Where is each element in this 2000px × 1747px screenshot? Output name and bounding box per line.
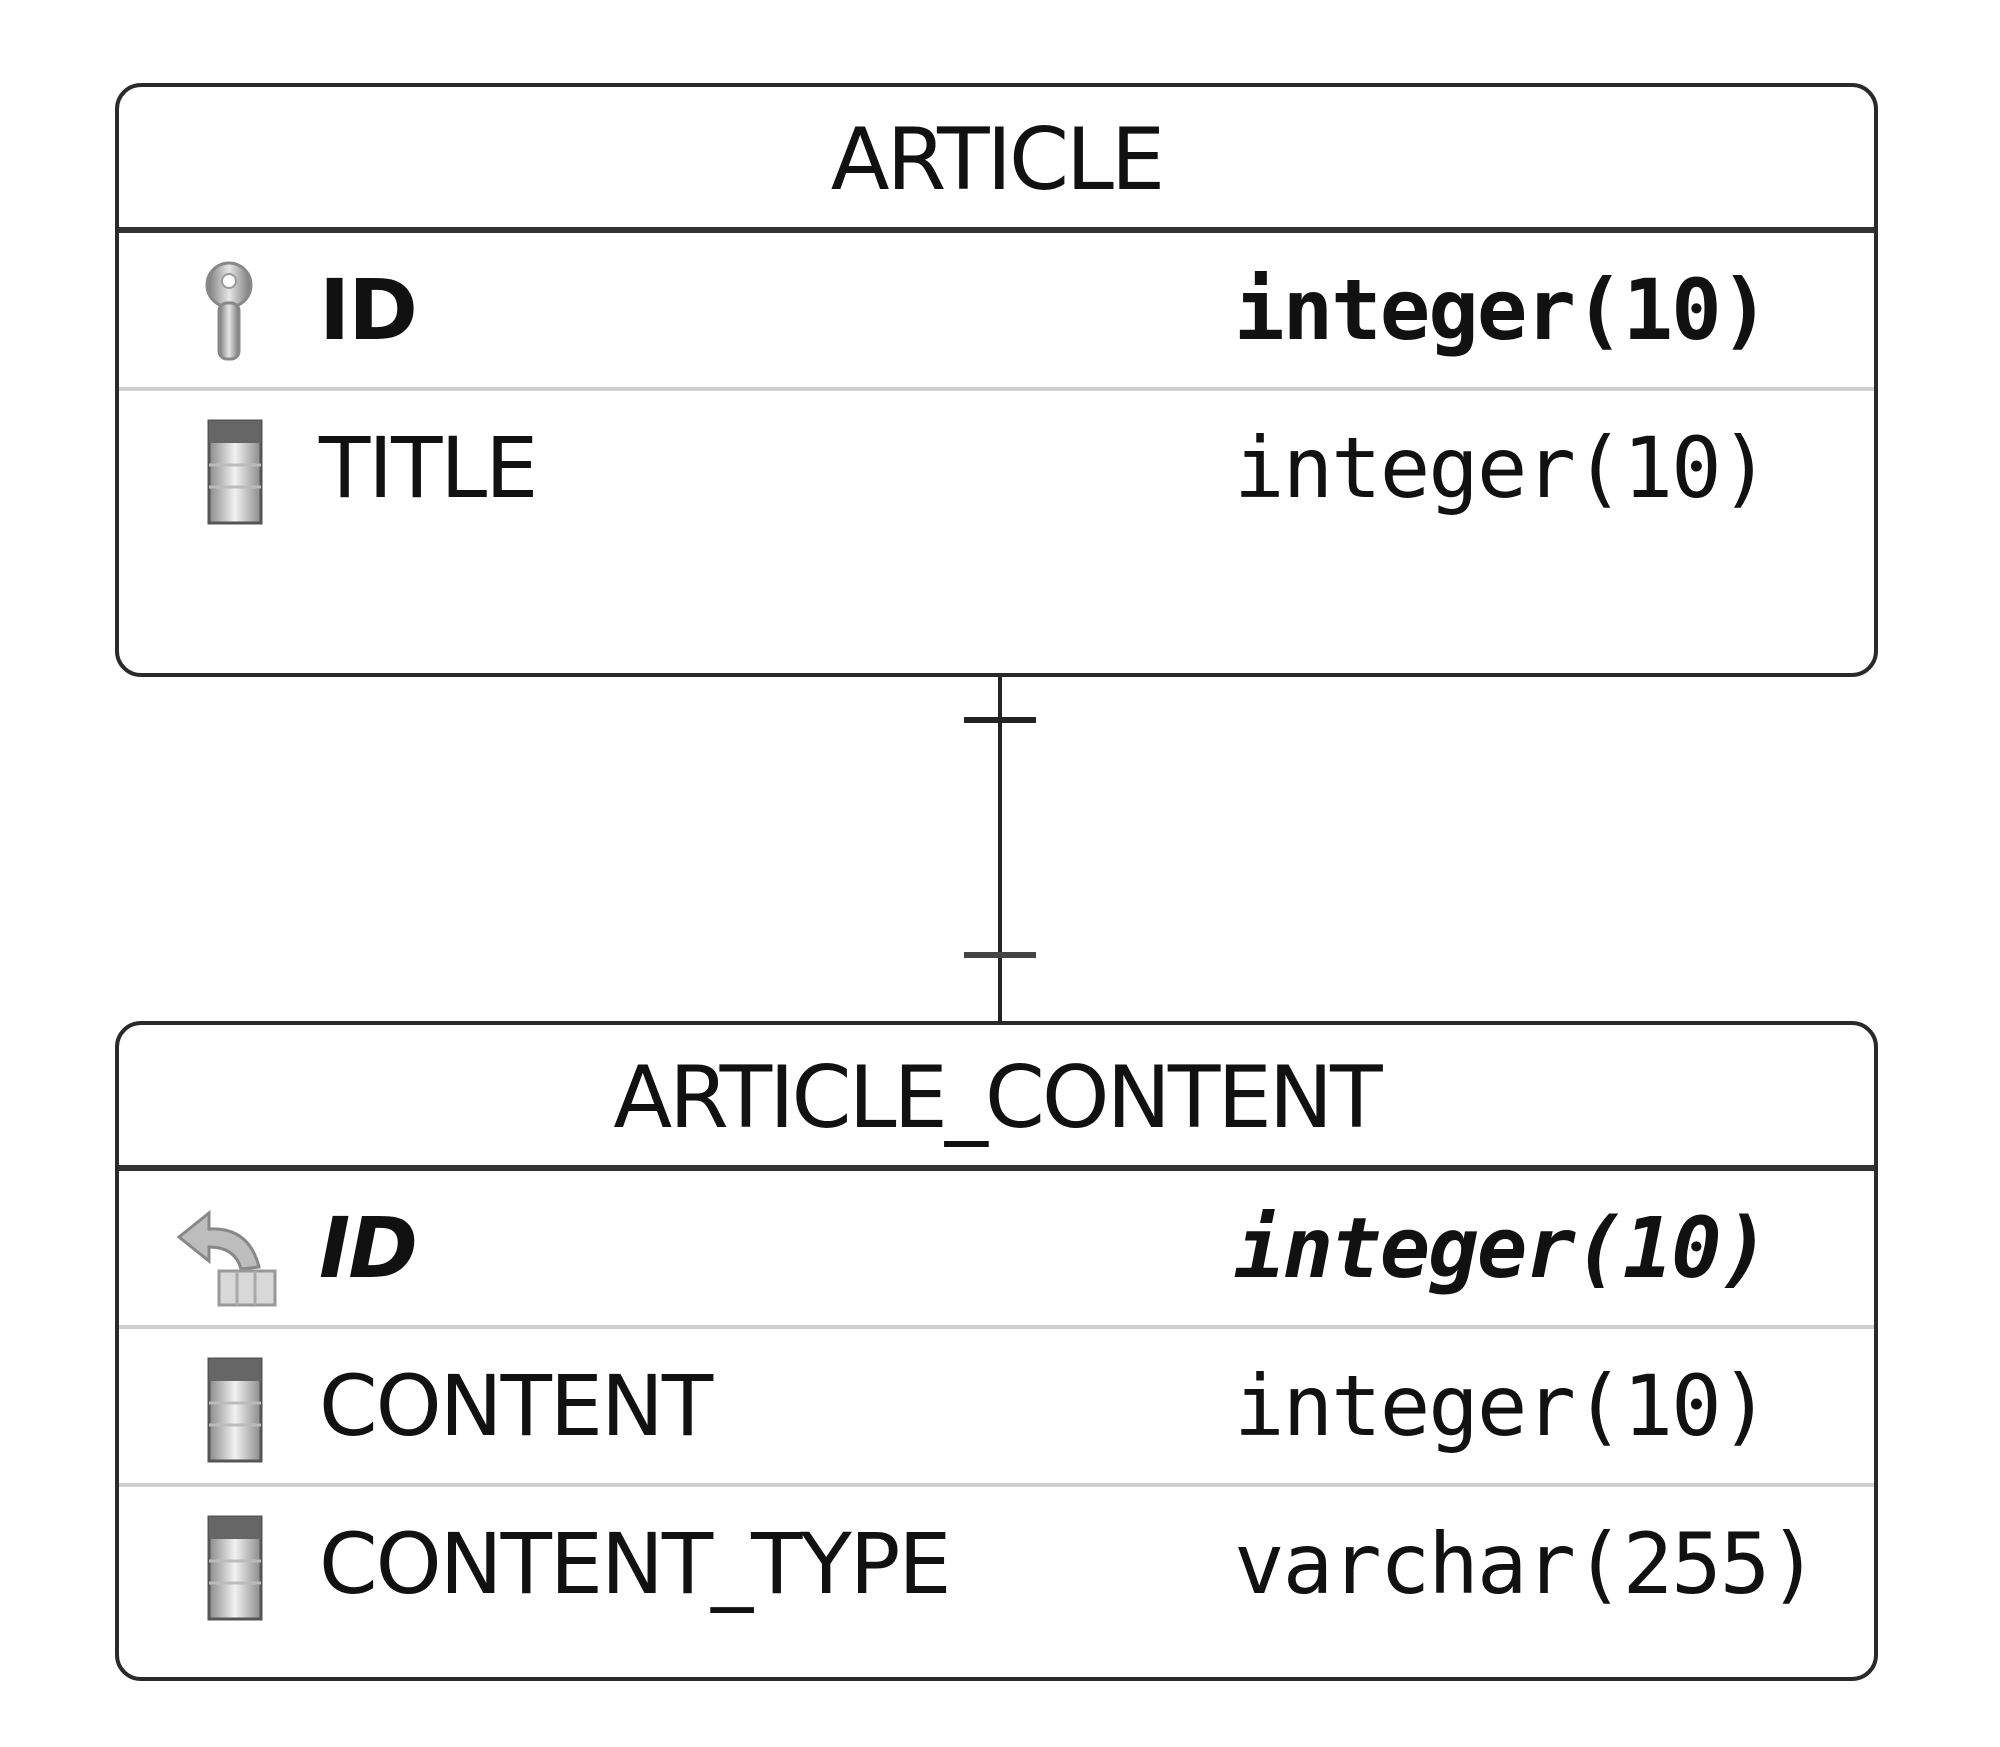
column-type: integer(10) [1234, 1357, 1770, 1455]
column-icon [207, 1515, 263, 1621]
primary-key-icon [205, 261, 253, 361]
entity-article-content[interactable]: ARTICLE_CONTENT ID integer(10) CONTENT i… [115, 1021, 1878, 1681]
column-name: ID [319, 261, 418, 359]
column-icon [207, 419, 263, 525]
entity-article[interactable]: ARTICLE ID integer(10) [115, 83, 1878, 677]
entity-title: ARTICLE_CONTENT [119, 1025, 1874, 1171]
column-row-title[interactable]: TITLE integer(10) [119, 391, 1874, 549]
column-row-id[interactable]: ID integer(10) [119, 233, 1874, 391]
column-name: ID [319, 1199, 418, 1297]
column-type: integer(10) [1234, 261, 1770, 359]
column-type: varchar(255) [1234, 1515, 1819, 1613]
column-row-content[interactable]: CONTENT integer(10) [119, 1329, 1874, 1487]
column-type: integer(10) [1234, 419, 1770, 517]
column-row-id[interactable]: ID integer(10) [119, 1171, 1874, 1329]
column-name: TITLE [319, 419, 538, 517]
entity-title: ARTICLE [119, 87, 1874, 233]
column-row-content-type[interactable]: CONTENT_TYPE varchar(255) [119, 1487, 1874, 1645]
column-name: CONTENT [319, 1357, 713, 1455]
column-type: integer(10) [1234, 1199, 1770, 1297]
column-icon [207, 1357, 263, 1463]
column-name: CONTENT_TYPE [319, 1515, 951, 1613]
foreign-key-icon [176, 1209, 277, 1307]
